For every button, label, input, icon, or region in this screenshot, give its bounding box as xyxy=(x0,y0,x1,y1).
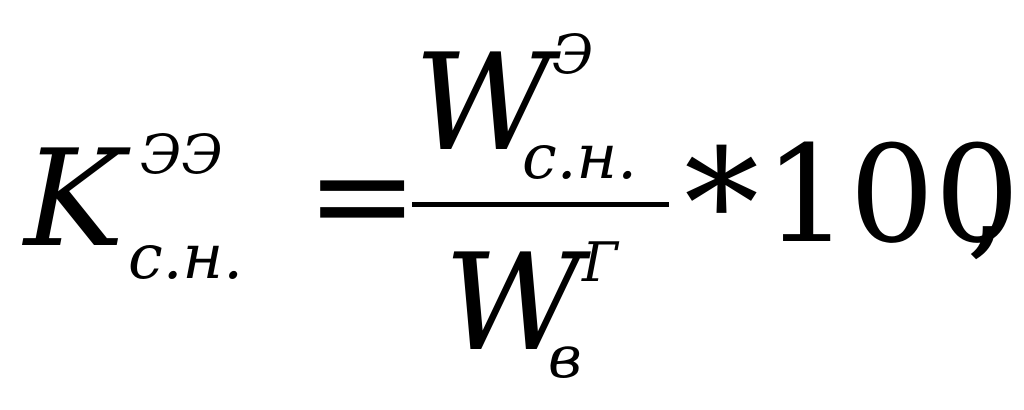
numerator-superscript: Э xyxy=(552,23,594,86)
lhs-subscript: с.н. xyxy=(128,220,243,293)
numerator-subscript: с.н. xyxy=(522,120,637,193)
denominator-subscript: в xyxy=(548,323,582,391)
fraction-bar xyxy=(412,202,669,207)
denominator-base: W xyxy=(444,225,582,381)
factor-value: 100 xyxy=(764,117,1020,273)
lhs-base: K xyxy=(24,121,125,277)
numerator-base: W xyxy=(414,25,552,181)
denominator-superscript: Г xyxy=(582,231,618,294)
equals-sign: = xyxy=(306,117,419,273)
multiplication-operator: * xyxy=(684,118,759,292)
trailing-comma: , xyxy=(966,117,1009,273)
lhs-superscript: ЭЭ xyxy=(140,123,223,186)
